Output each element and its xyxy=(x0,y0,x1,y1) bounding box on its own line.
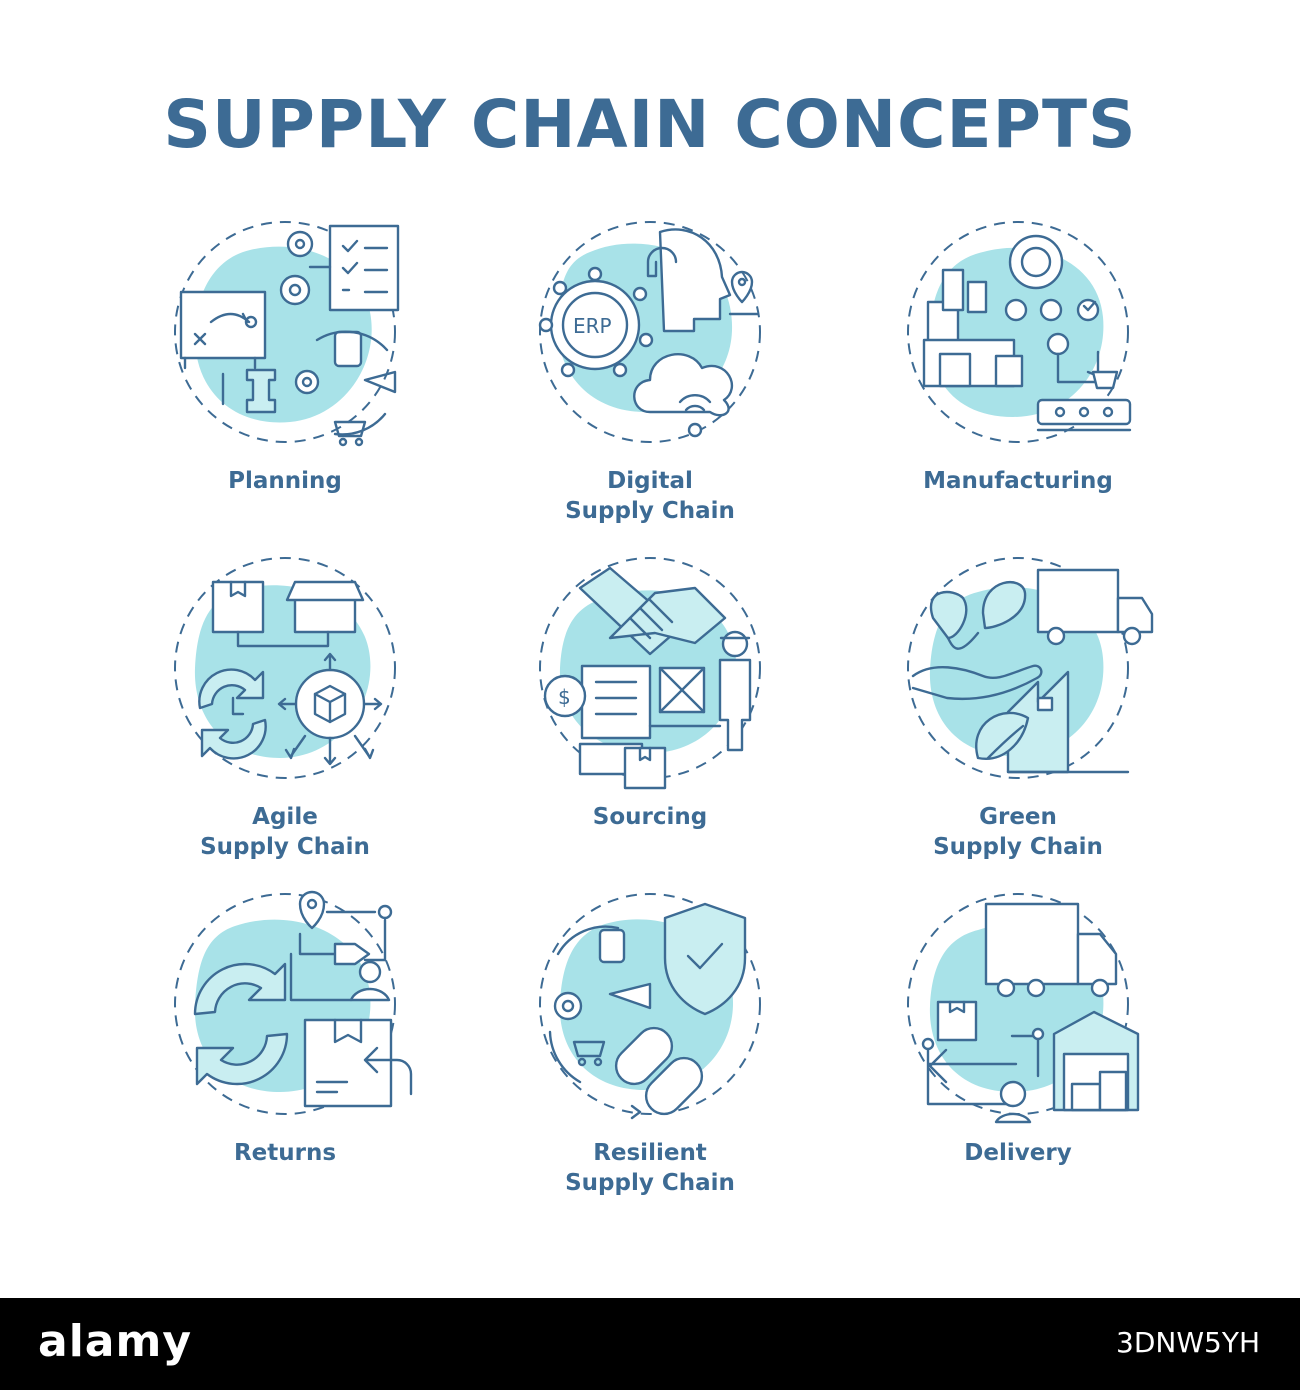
page-title: SUPPLY CHAIN CONCEPTS xyxy=(163,86,1137,163)
returns-icon xyxy=(174,890,413,1115)
alamy-logo: alamy xyxy=(38,1316,192,1367)
returns-label: Returns xyxy=(233,1140,337,1166)
sourcing-card: $ Sourcing xyxy=(500,557,800,878)
dollar-icon: $ xyxy=(558,685,571,709)
delivery-label: Delivery xyxy=(964,1140,1072,1166)
green-supply-chain-icon xyxy=(907,557,1154,779)
erp-badge: ERP xyxy=(573,314,612,338)
manufacturing-card: Manufacturing xyxy=(868,221,1168,542)
delivery-card: Delivery xyxy=(868,893,1168,1214)
image-id: 3DNW5YH xyxy=(1116,1326,1260,1359)
manufacturing-label: Manufacturing xyxy=(923,468,1113,494)
agile-supply-chain-icon xyxy=(174,557,396,779)
digital-supply-chain-icon: ERP xyxy=(538,221,761,443)
delivery-icon xyxy=(907,893,1140,1124)
returns-card: Returns xyxy=(135,890,435,1214)
sourcing-icon: $ xyxy=(539,557,761,790)
planning-icon xyxy=(174,221,400,447)
manufacturing-icon xyxy=(907,221,1132,443)
planning-label: Planning xyxy=(228,468,342,494)
resilient-supply-chain-icon xyxy=(539,893,761,1120)
planning-card: Planning xyxy=(135,221,435,542)
sourcing-label: Sourcing xyxy=(592,804,708,830)
watermark-bar: alamy 3DNW5YH xyxy=(0,1298,1300,1390)
